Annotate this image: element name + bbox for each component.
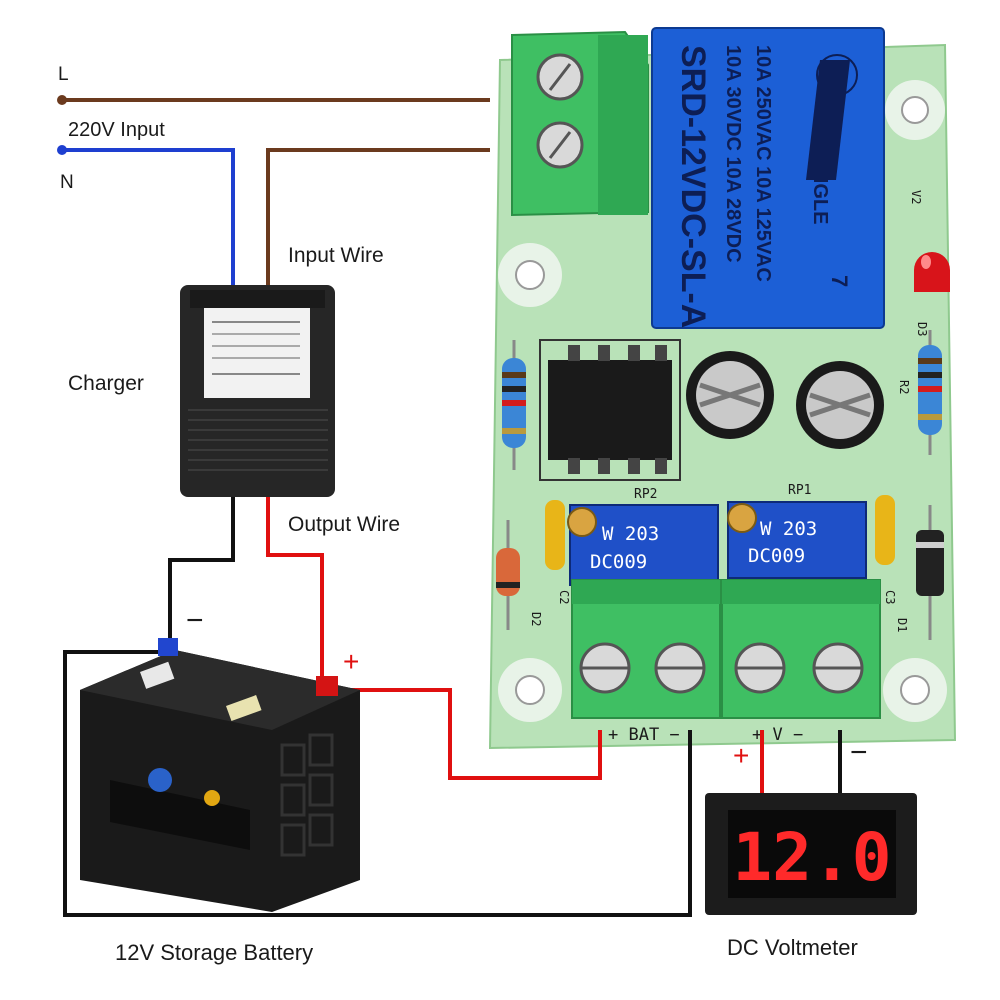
battery-minus-mark: − <box>186 604 204 637</box>
battery-positive-terminal <box>316 676 338 696</box>
input-terminal-block <box>511 30 649 217</box>
mounting-hole <box>498 243 562 307</box>
charger-label: Charger <box>68 372 144 395</box>
battery-logo-icon <box>148 768 172 792</box>
wire-battery-negative-to-board <box>63 650 692 917</box>
pot-code-b: DC009 <box>748 545 805 567</box>
wire-end-live <box>57 95 67 105</box>
potentiometer-rp2: W 203 DC009 <box>567 504 719 586</box>
label-c2: C2 <box>557 590 571 604</box>
label-rp1: RP1 <box>788 483 811 498</box>
terminal-bat-label: + BAT − <box>608 725 680 745</box>
voltmeter-terminal-block <box>721 579 881 719</box>
led-indicator <box>914 252 950 292</box>
mounting-hole <box>498 658 562 722</box>
relay: cqc 10A 250VAC 10A 125VAC 10A 30VDC 10A … <box>651 27 885 329</box>
mounting-hole <box>883 658 947 722</box>
capacitor <box>796 361 884 449</box>
ceramic-capacitor <box>875 495 895 565</box>
resistor <box>918 330 942 455</box>
battery-terminal-block <box>571 579 721 719</box>
songle-logo-icon <box>806 60 850 180</box>
pot-code-b: DC009 <box>590 551 647 573</box>
wire-charger-negative <box>168 495 235 648</box>
voltmeter-reading: 12.0 <box>733 819 892 896</box>
relay-model: SRD-12VDC-SL-A <box>674 45 712 328</box>
battery-negative-terminal <box>158 638 178 656</box>
pot-code-a: W 203 <box>760 518 817 540</box>
diode <box>496 520 520 630</box>
relay-pin-mark: 7 <box>827 275 852 287</box>
label-d2: D2 <box>529 612 543 626</box>
wire-battery-positive-to-board <box>336 688 602 780</box>
label-r2: R2 <box>897 380 911 394</box>
ceramic-capacitor <box>545 500 565 570</box>
neutral-label: N <box>60 172 74 193</box>
wires <box>62 98 842 917</box>
storage-battery <box>80 638 360 912</box>
ic-chip <box>539 339 681 481</box>
potentiometer-rp1: W 203 DC009 <box>727 501 867 579</box>
battery-label: 12V Storage Battery <box>115 940 313 965</box>
mounting-hole <box>885 80 945 140</box>
diode <box>916 505 944 640</box>
battery-plus-mark: + <box>343 646 359 677</box>
label-rp2: RP2 <box>634 487 657 502</box>
label-v2: V2 <box>909 190 923 204</box>
charger-adapter <box>180 285 335 497</box>
input-220v-label: 220V Input <box>68 119 165 141</box>
dc-voltmeter: 12.0 <box>705 793 917 915</box>
relay-rating-2: 10A 30VDC 10A 28VDC <box>722 45 744 263</box>
label-d1: D1 <box>895 618 909 632</box>
voltmeter-plus-mark: + <box>733 740 749 771</box>
label-c3: C3 <box>883 590 897 604</box>
terminal-v-label: + V − <box>752 725 803 745</box>
input-wire-label: Input Wire <box>288 244 384 267</box>
wire-end-neutral <box>57 145 67 155</box>
wire-neutral <box>62 148 235 290</box>
relay-rating-1: 10A 250VAC 10A 125VAC <box>752 45 774 282</box>
wire-charger-positive <box>266 495 324 685</box>
line-label: L <box>58 64 69 85</box>
resistor <box>502 340 526 470</box>
capacitor <box>686 351 774 439</box>
charger-control-board: cqc 10A 250VAC 10A 125VAC 10A 30VDC 10A … <box>488 27 957 750</box>
voltmeter-label: DC Voltmeter <box>727 935 858 960</box>
output-wire-label: Output Wire <box>288 513 400 536</box>
voltmeter-minus-mark: − <box>850 736 868 769</box>
label-d3: D3 <box>915 322 929 336</box>
pot-code-a: W 203 <box>602 523 659 545</box>
wire-input-live <box>266 148 490 290</box>
